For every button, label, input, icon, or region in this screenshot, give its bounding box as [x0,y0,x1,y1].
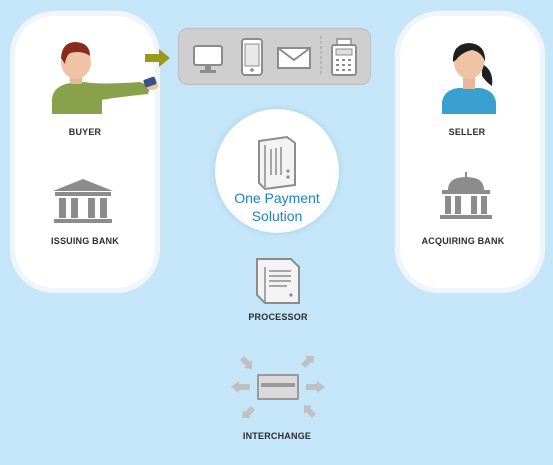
flow-arrow-icon [145,49,170,67]
hub-caption: One Payment Solution [215,189,339,225]
acquiring-bank-label: ACQUIRING BANK [421,236,505,246]
bank-building-icon [53,179,113,223]
envelope-icon [277,47,311,69]
seller-label: SELLER [448,127,486,137]
server-icon [258,135,296,191]
buyer-person-icon [52,42,158,114]
hub-caption-line-1: One Payment [234,190,320,206]
hub-caption-line-2: Solution [251,208,303,224]
processor-label: PROCESSOR [248,312,308,322]
mobile-phone-icon [241,38,263,76]
buyer-label: BUYER [68,127,102,137]
issuing-bank-label: ISSUING BANK [51,236,119,246]
document-server-icon [256,258,300,304]
computer-monitor-icon [193,45,223,73]
domed-bank-building-icon [440,172,492,219]
card-exchange-arrows-icon [231,356,325,418]
payment-terminal-icon [331,38,357,76]
interchange-label: INTERCHANGE [242,431,312,441]
payment-card-icon [143,76,157,88]
tray-divider [320,36,322,76]
seller-person-icon [442,43,496,114]
